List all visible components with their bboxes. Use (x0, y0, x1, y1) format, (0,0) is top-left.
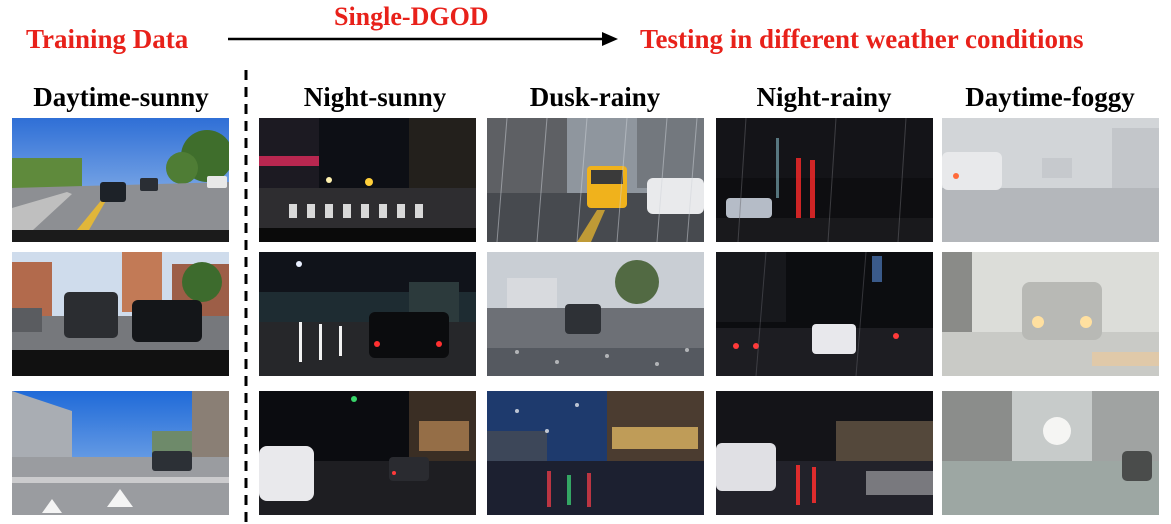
dusk-rainy-image-2 (487, 252, 704, 376)
night-rainy-image-1 (716, 118, 933, 242)
night-rainy-image-3 (716, 391, 933, 515)
night-sunny-image-2 (259, 252, 476, 376)
training-testing-divider (244, 70, 248, 524)
night-sunny-image-3 (259, 391, 476, 515)
column-label-dusk-rainy: Dusk-rainy (529, 82, 661, 112)
daytime-foggy-image-1 (942, 118, 1159, 242)
daytime-foggy-image-3 (942, 391, 1159, 515)
daytime-sunny-image-1 (12, 118, 229, 242)
training-data-label: Training Data (26, 24, 189, 54)
domain-shift-arrow (228, 32, 618, 46)
dusk-rainy-image-1 (487, 118, 704, 242)
testing-conditions-label: Testing in different weather conditions (640, 24, 1084, 54)
column-label-night-rainy: Night-rainy (756, 82, 892, 112)
column-label-daytime-sunny: Daytime-sunny (33, 82, 209, 112)
column-label-night-sunny: Night-sunny (303, 82, 447, 112)
night-sunny-image-1 (259, 118, 476, 242)
method-label: Single-DGOD (334, 2, 489, 31)
night-rainy-image-2 (716, 252, 933, 376)
daytime-foggy-image-2 (942, 252, 1159, 376)
daytime-sunny-image-2 (12, 252, 229, 376)
dusk-rainy-image-3 (487, 391, 704, 515)
daytime-sunny-image-3 (12, 391, 229, 515)
column-label-daytime-foggy: Daytime-foggy (965, 82, 1135, 112)
